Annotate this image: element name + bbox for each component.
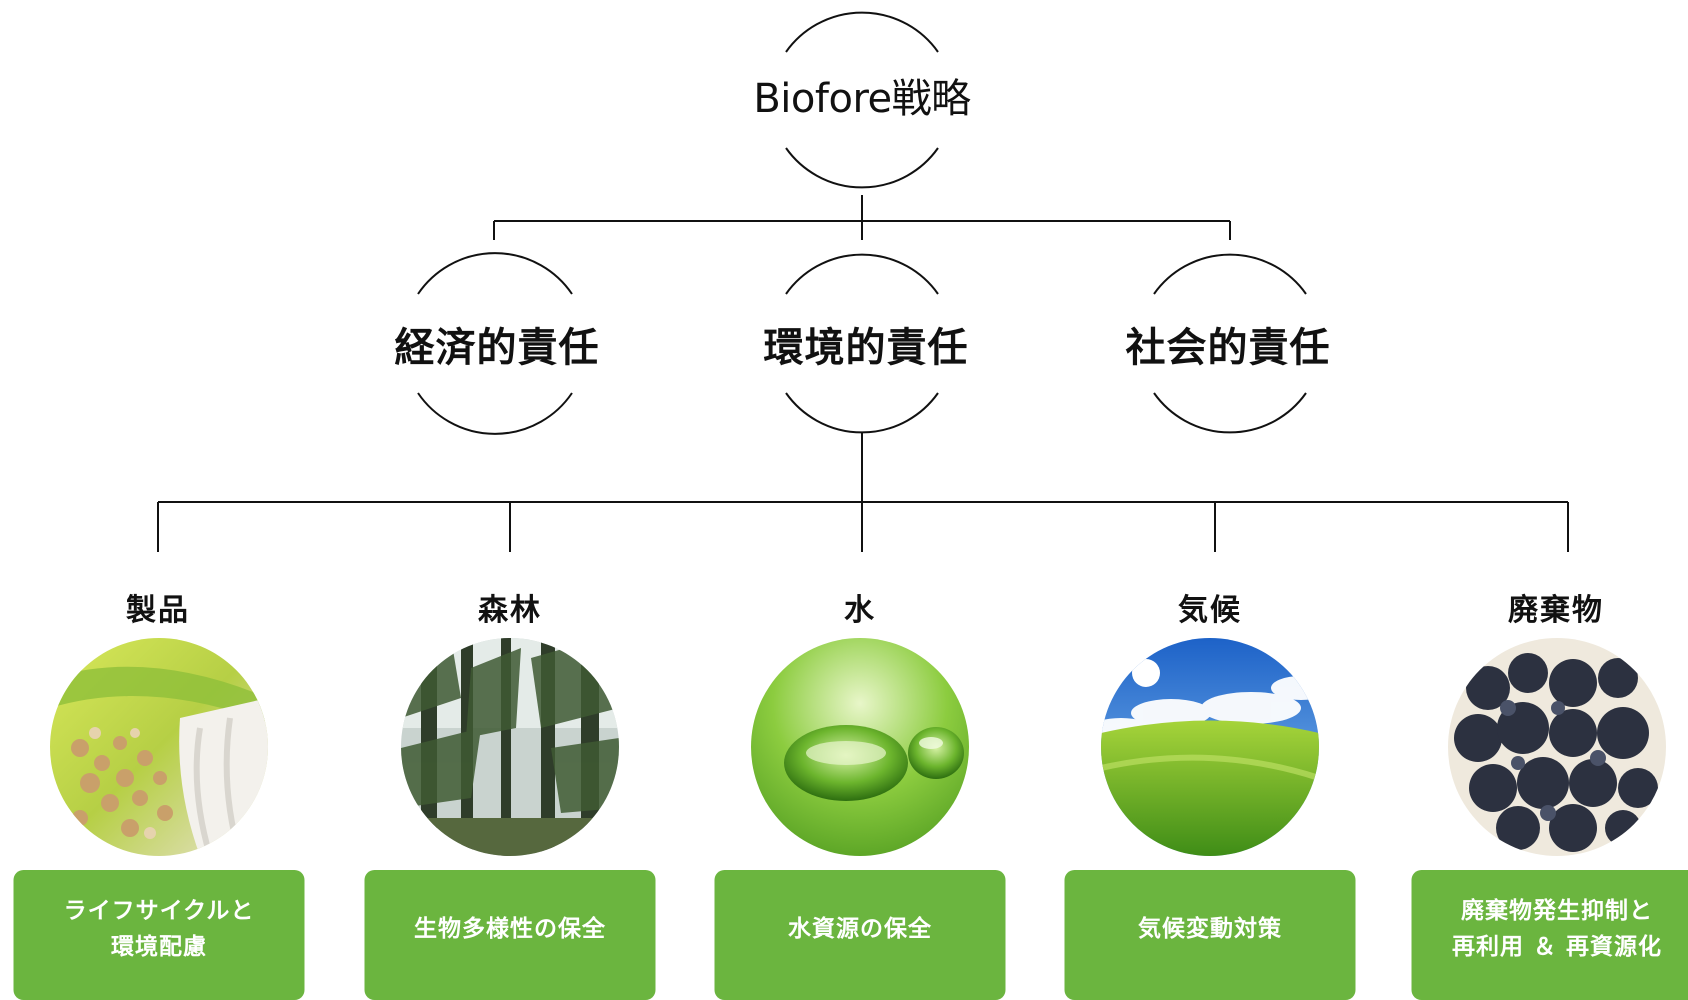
pillar-environmental-label: 環境的責任 (764, 315, 969, 373)
topic-box-water: 水資源の保全 (715, 870, 1006, 1000)
pillar-economic-label: 経済的責任 (395, 315, 600, 373)
sky-field-image (1101, 638, 1319, 856)
waste-pellets-image (1448, 638, 1666, 856)
topic-box-product-text: ライフサイクルと 環境配慮 (64, 893, 255, 965)
topic-box-waste: 廃棄物発生抑制と 再利用 ＆ 再資源化 (1412, 870, 1688, 1000)
topic-box-product: ライフサイクルと 環境配慮 (14, 870, 305, 1000)
topic-box-forest-text: 生物多様性の保全 (414, 911, 606, 947)
forest-image (401, 638, 619, 856)
pillar-arc-top-economic (418, 253, 572, 294)
topic-box-water-text: 水資源の保全 (788, 911, 932, 947)
root-arc-bottom (786, 148, 938, 187)
topic-title-product: 製品 (126, 585, 190, 629)
topic-title-forest: 森林 (478, 585, 542, 629)
topic-title-climate: 気候 (1178, 585, 1242, 629)
root-node-label: Biofore戦略 (753, 66, 970, 124)
topic-title-waste: 廃棄物 (1508, 585, 1604, 629)
topic-box-climate-text: 気候変動対策 (1138, 911, 1282, 947)
topic-box-forest: 生物多様性の保全 (365, 870, 656, 1000)
topic-title-water: 水 (844, 585, 876, 629)
pillar-arc-top-social (1154, 255, 1306, 294)
pillar-arc-top-environmental (786, 255, 938, 294)
pillar-social-label: 社会的責任 (1126, 315, 1331, 373)
pillar-arc-bottom-social (1154, 393, 1306, 432)
water-drop-image (751, 638, 969, 856)
pillar-arc-bottom-environmental (786, 393, 938, 432)
product-lifecycle-image (50, 638, 268, 856)
pillar-arc-bottom-economic (418, 393, 572, 434)
root-arc-top (786, 13, 938, 52)
topic-box-climate: 気候変動対策 (1065, 870, 1356, 1000)
topic-box-waste-text: 廃棄物発生抑制と 再利用 ＆ 再資源化 (1452, 893, 1662, 965)
